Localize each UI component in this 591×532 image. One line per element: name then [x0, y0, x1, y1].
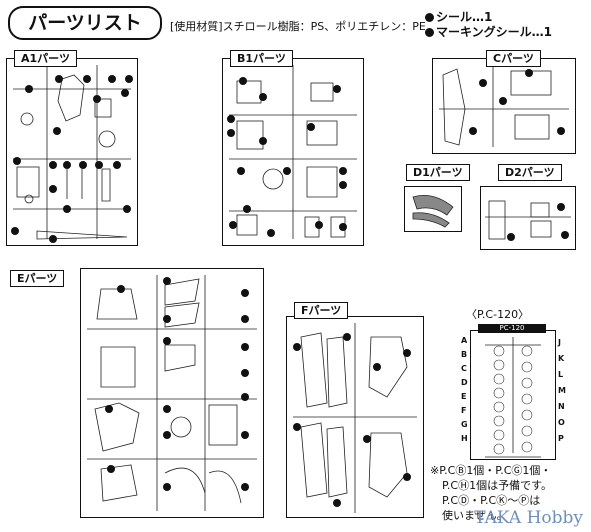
pc-letter: P: [558, 434, 564, 443]
runner-e-drawing: [87, 275, 257, 511]
pc-letter: B: [461, 350, 468, 359]
pc-letter: N: [558, 402, 565, 411]
legend-sticker: シール…1: [425, 8, 492, 25]
pc-letter: K: [558, 354, 565, 363]
runner-c-label: Cパーツ: [486, 50, 541, 67]
pc-letter: H: [461, 434, 468, 443]
runner-d2-drawing: [485, 200, 571, 241]
pc-letter: M: [558, 386, 566, 395]
pc-section-title: 〈P.C-120〉: [466, 308, 530, 321]
pc-runner-tag: PC-120: [478, 324, 546, 333]
watermark: TAKA Hobby: [474, 508, 583, 528]
runner-d2-label: D2パーツ: [498, 164, 562, 181]
pc-letter: D: [461, 378, 468, 387]
runner-d1-label: D1パーツ: [406, 164, 470, 181]
pc-letter: O: [558, 418, 565, 427]
pc-letter: G: [461, 420, 468, 429]
runner-f-drawing: [293, 323, 417, 513]
pc-letter: L: [558, 370, 564, 379]
pc-letter: F: [461, 406, 467, 415]
pc-letters-left: A B C D E F G H: [461, 336, 473, 448]
runner-f-label: Fパーツ: [294, 302, 349, 319]
runner-b1-drawing: [227, 65, 357, 239]
runner-pc: [470, 330, 556, 460]
legend-marking-sticker: マーキングシール…1: [425, 23, 552, 40]
note-line: 使いません。: [442, 509, 508, 522]
runner-e: [80, 268, 264, 518]
runner-b1-label: B1パーツ: [230, 50, 293, 67]
runner-c: [432, 58, 576, 154]
runner-d2: [480, 186, 576, 250]
pc-letter: J: [558, 338, 561, 347]
pc-letter: E: [461, 392, 467, 401]
runner-e-label: Eパーツ: [10, 270, 65, 287]
runner-a1-drawing: [11, 65, 133, 243]
runner-d1-drawing: [412, 194, 454, 228]
runner-b1: [222, 58, 364, 246]
runner-c-drawing: [439, 65, 569, 147]
pc-letters-right: J K L M N O P: [558, 338, 570, 450]
note-line: ※P.CⒷ1個・P.CⒼ1個・: [430, 464, 552, 477]
runner-a1-label: A1パーツ: [14, 50, 77, 67]
bullet-icon: [425, 13, 434, 22]
material-info: [使用材質]スチロール樹脂：PS、ポリエチレン：PE: [170, 20, 426, 33]
runner-pc-drawing: [485, 337, 541, 458]
runner-f: [286, 316, 424, 518]
bullet-icon: [425, 28, 434, 37]
note-line: P.CⒹ・P.CⓀ～Ⓟは: [442, 494, 541, 507]
pc-letter: A: [461, 336, 468, 345]
pc-letter: C: [461, 364, 467, 373]
note-line: P.CⒽ1個は予備です。: [442, 479, 552, 492]
runner-a1: [6, 58, 138, 246]
page-title: パーツリスト: [8, 6, 162, 40]
runner-d1: [404, 186, 462, 232]
